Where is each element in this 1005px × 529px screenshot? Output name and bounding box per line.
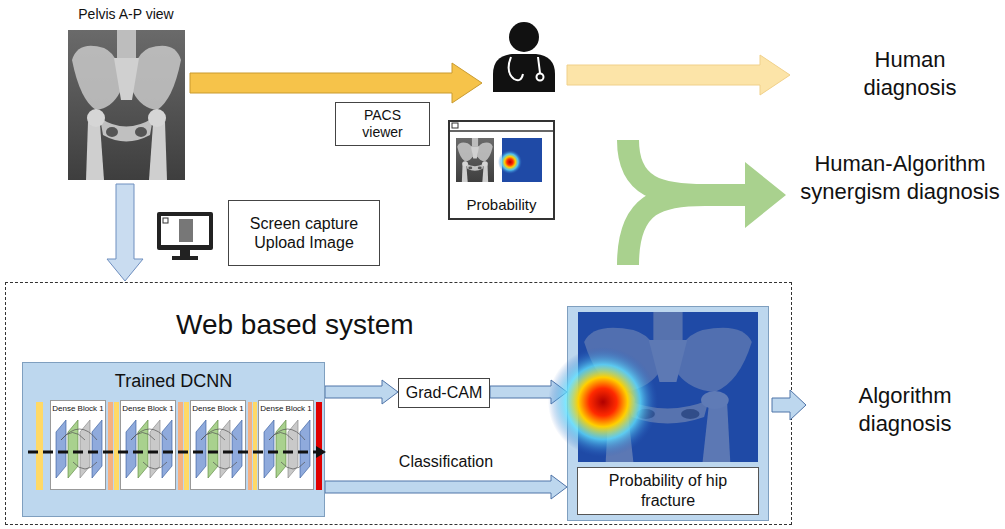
pale-arrow <box>567 55 790 95</box>
layer-bar <box>248 402 252 490</box>
monitor-screen <box>161 216 209 245</box>
heatmap-pelvis <box>584 312 752 462</box>
fig-text: Pelvis A-P view <box>78 6 173 22</box>
side-label: Human diagnosis <box>835 46 985 101</box>
stethoscope <box>538 57 540 73</box>
box-text: Screen capture Upload Image <box>235 214 373 252</box>
fig-node: Pelvis A-P view <box>64 6 188 182</box>
monitor-stand <box>180 250 190 256</box>
dense-node: Dense Block 1 <box>120 400 176 490</box>
layer-bar <box>184 402 189 490</box>
dcnn-text: Trained DCNN <box>23 371 324 392</box>
flow-line <box>28 451 318 454</box>
dense-node: Dense Block 1 <box>258 400 314 490</box>
monitor-image <box>179 219 193 242</box>
pelvis-bones <box>72 30 181 180</box>
block-arrow <box>490 380 567 404</box>
stethoscope <box>509 57 523 80</box>
box-node: PACS viewer <box>335 102 430 146</box>
block-arrow <box>107 184 143 281</box>
dense-block-drawing <box>56 420 102 478</box>
xray-image <box>68 30 185 180</box>
heat-spot <box>548 347 658 457</box>
win-node: Probability <box>448 120 555 220</box>
box-node: Screen capture Upload Image <box>228 200 380 266</box>
dense-block-drawing <box>126 420 172 478</box>
pelvis-thumbnail <box>457 138 492 182</box>
group-node: Web based systemTrained DCNN Dense Block … <box>5 282 792 525</box>
box-node: Grad-CAM <box>398 378 490 408</box>
doctor-head <box>509 22 539 52</box>
heatmap-thumbnail <box>502 138 542 182</box>
dcnn-node: Trained DCNN Dense Block 1 Dense Block 1 De… <box>22 362 325 517</box>
window-bar <box>448 130 555 132</box>
dense-node: Dense Block 1 <box>190 400 246 490</box>
layer-bar <box>36 402 43 490</box>
green-fork-head <box>704 162 786 228</box>
dense-block-drawing <box>264 420 310 478</box>
block-arrow <box>325 475 567 499</box>
dense-text: Dense Block 1 <box>259 404 313 413</box>
side-label: Algorithm diagnosis <box>830 382 980 437</box>
stethoscope <box>537 74 544 81</box>
block-arrow <box>325 380 398 404</box>
flow-head <box>316 446 326 458</box>
monitor-window <box>163 218 168 223</box>
dense-text: Dense Block 1 <box>51 404 105 413</box>
box-text: Grad-CAM <box>406 383 482 402</box>
layer-bar <box>178 402 183 490</box>
xray-thumbnail <box>456 138 494 182</box>
monitor-icon <box>157 212 213 250</box>
layer-bar <box>253 402 257 490</box>
output-arrow <box>772 390 806 420</box>
win-text: Probability <box>450 196 553 213</box>
group-text: Web based system <box>176 309 414 341</box>
layer-bar <box>114 402 119 490</box>
monitor-base <box>172 256 198 260</box>
green-fork-arrow <box>628 140 705 265</box>
yellow-arrow <box>190 63 482 103</box>
window-button <box>452 123 458 128</box>
dense-text: Dense Block 1 <box>121 404 175 413</box>
panel-text: Probability of hip fracture <box>577 467 759 515</box>
dense-block-drawing <box>196 420 242 478</box>
box-text: PACS viewer <box>342 107 423 141</box>
edge-label: Classification <box>399 453 493 471</box>
doctor-body <box>493 54 555 92</box>
heat-spot <box>498 150 522 174</box>
layer-bar <box>108 402 113 490</box>
heatmap-image <box>578 312 758 462</box>
dense-text: Dense Block 1 <box>191 404 245 413</box>
layer-bar <box>316 402 322 490</box>
dense-node: Dense Block 1 <box>50 400 106 490</box>
panel-node: Probability of hip fracture <box>567 306 769 521</box>
side-label: Human-Algorithm synergism diagnosis <box>800 150 1000 205</box>
